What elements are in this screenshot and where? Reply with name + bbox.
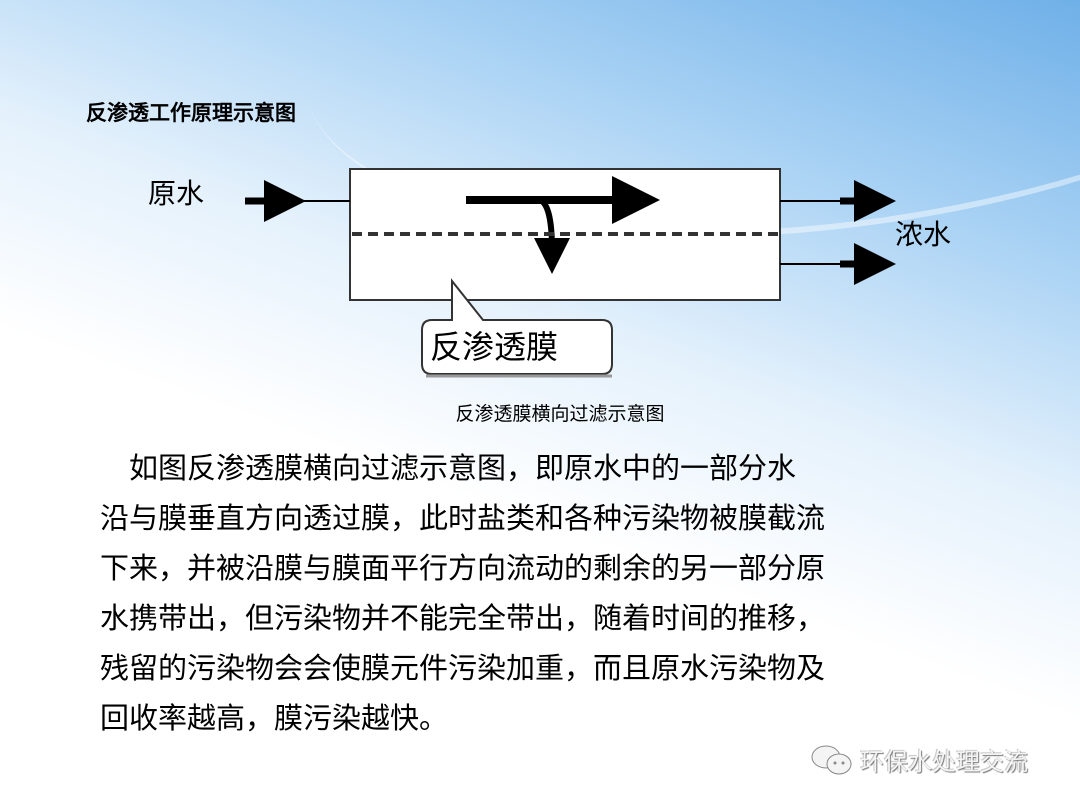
wechat-icon xyxy=(811,745,852,774)
watermark-text: 环保水处理交流 xyxy=(860,748,1028,776)
callout-bubble xyxy=(421,278,613,375)
paragraph-line: 沿与膜垂直方向透过膜，此时盐类和各种污染物被膜截流 xyxy=(100,501,826,535)
watermark: 环保水处理交流 xyxy=(810,742,1028,777)
body-paragraph: 如图反渗透膜横向过滤示意图，即原水中的一部分水 沿与膜垂直方向透过膜，此时盐类和… xyxy=(100,443,825,743)
inlet-label: 原水 xyxy=(148,177,204,210)
paragraph-line: 回收率越高，膜污染越快。 xyxy=(100,701,449,735)
paragraph-line: 下来，并被沿膜与膜面平行方向流动的剩余的另一部分原 xyxy=(100,551,826,585)
ro-diagram: 原水 浓水 反渗透膜 xyxy=(148,168,951,378)
slide-title: 反渗透工作原理示意图 xyxy=(86,101,296,125)
callout-label: 反渗透膜 xyxy=(430,328,558,366)
paragraph-line: 如图反渗透膜横向过滤示意图，即原水中的一部分水 xyxy=(100,451,797,485)
paragraph-line: 水携带出，但污染物并不能完全带出，随着时间的推移， xyxy=(100,601,826,635)
outlet-label: 浓水 xyxy=(895,218,951,251)
paragraph-line: 残留的污染物会会使膜元件污染加重，而且原水污染物及 xyxy=(100,651,826,685)
diagram-caption: 反渗透膜横向过滤示意图 xyxy=(455,403,665,425)
permeate-arrow xyxy=(533,197,570,274)
